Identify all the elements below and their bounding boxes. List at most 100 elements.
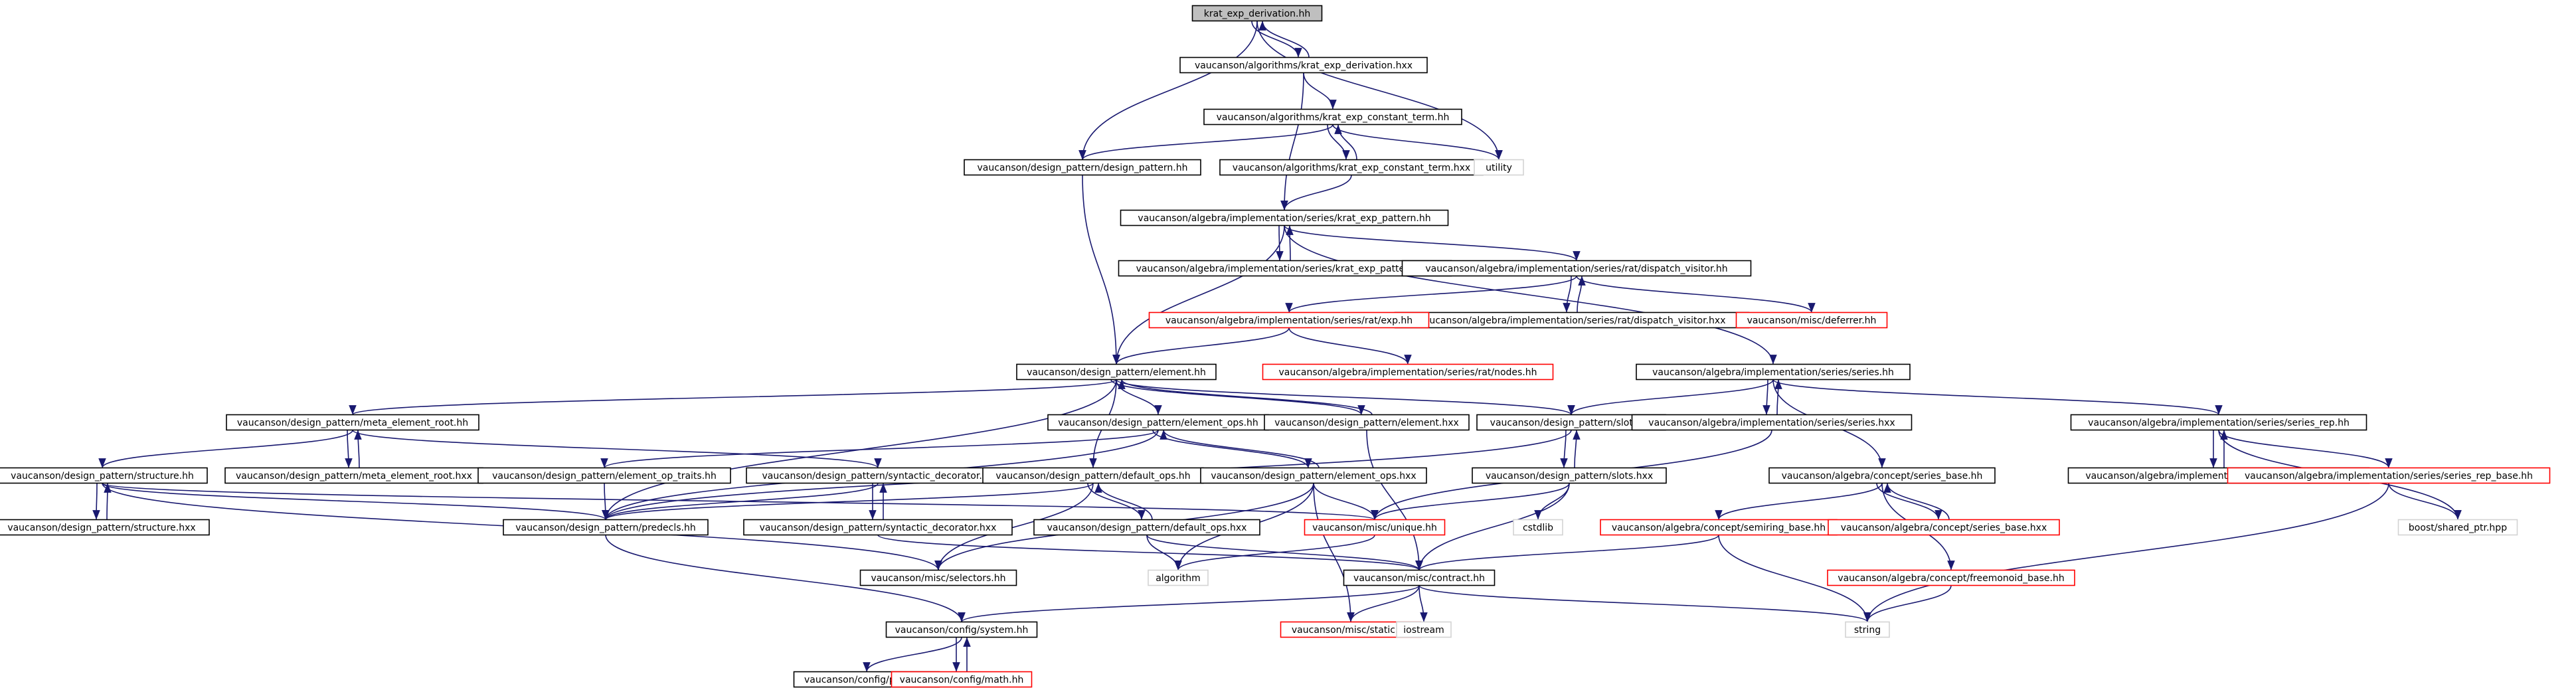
dependency-edge bbox=[1146, 535, 1423, 570]
node-label: vaucanson/algorithms/krat_exp_constant_t… bbox=[1217, 112, 1450, 123]
graph-node[interactable]: vaucanson/misc/deferrer.hh bbox=[1735, 311, 1888, 329]
graph-node[interactable]: vaucanson/algebra/implementation/series/… bbox=[1148, 311, 1430, 329]
graph-node[interactable]: vaucanson/design_pattern/default_ops.hxx bbox=[1033, 519, 1260, 536]
graph-node[interactable]: vaucanson/algorithms/krat_exp_derivation… bbox=[1179, 56, 1428, 74]
graph-node[interactable]: vaucanson/algebra/implementation/series/… bbox=[2227, 467, 2551, 484]
graph-node[interactable]: krat_exp_derivation.hh bbox=[1191, 5, 1323, 22]
graph-node[interactable]: vaucanson/design_pattern/element_ops.hxx bbox=[1200, 467, 1427, 484]
node-box bbox=[1179, 56, 1428, 74]
graph-node[interactable]: vaucanson/misc/static.hh bbox=[1280, 621, 1422, 638]
node-label: boost/shared_ptr.hpp bbox=[2409, 523, 2507, 533]
graph-node[interactable]: vaucanson/algebra/concept/series_base.hx… bbox=[1828, 519, 2060, 536]
node-label: vaucanson/design_pattern/syntactic_decor… bbox=[762, 471, 993, 481]
graph-node[interactable]: vaucanson/design_pattern/structure.hxx bbox=[0, 519, 210, 536]
graph-node[interactable]: vaucanson/design_pattern/predecls.hh bbox=[503, 519, 709, 536]
dependency-edge bbox=[1280, 175, 1352, 211]
graph-node[interactable]: vaucanson/design_pattern/syntactic_decor… bbox=[743, 519, 1013, 536]
node-label: vaucanson/design_pattern/syntactic_decor… bbox=[760, 523, 997, 533]
graph-node[interactable]: vaucanson/algebra/implementation/series/… bbox=[1120, 209, 1449, 226]
node-box bbox=[1513, 519, 1563, 536]
dependency-edge bbox=[863, 637, 962, 672]
node-label: vaucanson/design_pattern/predecls.hh bbox=[515, 523, 695, 533]
dependency-edge bbox=[1087, 483, 1146, 520]
node-label: vaucanson/design_pattern/element.hxx bbox=[1274, 418, 1459, 428]
node-box bbox=[0, 519, 210, 536]
graph-node[interactable]: vaucanson/algebra/concept/freemonoid_bas… bbox=[1827, 569, 2075, 586]
dependency-edge bbox=[602, 482, 1094, 521]
node-box bbox=[1120, 209, 1449, 226]
graph-node[interactable]: algorithm bbox=[1148, 569, 1209, 586]
node-label: vaucanson/algebra/implementation/series/… bbox=[1165, 315, 1413, 326]
graph-node[interactable]: vaucanson/config/system.hh bbox=[885, 621, 1038, 638]
graph-node[interactable]: cstdlib bbox=[1513, 519, 1563, 536]
graph-node[interactable]: vaucanson/design_pattern/slots.hh bbox=[1476, 414, 1666, 431]
node-box bbox=[1262, 363, 1554, 381]
node-label: vaucanson/design_pattern/element_ops.hxx bbox=[1211, 471, 1416, 481]
graph-node[interactable]: vaucanson/misc/selectors.hh bbox=[859, 569, 1017, 586]
graph-node[interactable]: vaucanson/algebra/concept/semiring_base.… bbox=[1600, 519, 1838, 536]
graph-node[interactable]: vaucanson/algebra/implementation/series/… bbox=[1262, 363, 1554, 381]
graph-node[interactable]: vaucanson/config/math.hh bbox=[891, 671, 1033, 688]
node-box bbox=[1828, 519, 2060, 536]
graph-node[interactable]: vaucanson/algebra/implementation/series/… bbox=[1401, 260, 1752, 277]
dependency-edge bbox=[602, 483, 610, 520]
graph-node[interactable]: vaucanson/algebra/implementation/series/… bbox=[1636, 363, 1911, 381]
node-label: vaucanson/misc/contract.hh bbox=[1353, 573, 1485, 584]
node-label: vaucanson/misc/static.hh bbox=[1292, 625, 1410, 636]
graph-node[interactable]: vaucanson/design_pattern/default_ops.hh bbox=[982, 467, 1204, 484]
graph-node[interactable]: vaucanson/algebra/implementation/series/… bbox=[1118, 260, 1452, 277]
node-label: algorithm bbox=[1156, 573, 1201, 584]
graph-node[interactable]: vaucanson/algebra/implementation/series/… bbox=[2070, 414, 2367, 431]
dependency-edge bbox=[1152, 430, 1312, 468]
node-box bbox=[1200, 467, 1427, 484]
dependency-edge bbox=[1112, 327, 1290, 365]
graph-node[interactable]: vaucanson/design_pattern/slots.hxx bbox=[1472, 467, 1667, 484]
dependency-edge bbox=[1276, 225, 1284, 261]
graph-node[interactable]: vaucanson/algebra/concept/series_base.hh bbox=[1768, 467, 1996, 484]
graph-node[interactable]: vaucanson/misc/unique.hh bbox=[1304, 519, 1446, 536]
dependency-edge bbox=[98, 430, 353, 468]
graph-node[interactable]: vaucanson/algebra/implementation/series/… bbox=[1394, 311, 1750, 329]
node-box bbox=[859, 569, 1017, 586]
node-label: vaucanson/algebra/implementation/series/… bbox=[1648, 418, 1895, 428]
dependency-edge bbox=[102, 482, 610, 521]
graph-node[interactable]: vaucanson/design_pattern/element.hh bbox=[1016, 363, 1217, 381]
node-box bbox=[0, 467, 208, 484]
dependency-edge bbox=[1284, 225, 1581, 261]
node-box bbox=[1474, 159, 1524, 176]
dependency-edge bbox=[1577, 276, 1586, 313]
graph-node[interactable]: vaucanson/design_pattern/element_ops.hh bbox=[1047, 414, 1269, 431]
node-box bbox=[1735, 311, 1888, 329]
graph-node[interactable]: string bbox=[1845, 621, 1890, 638]
graph-node[interactable]: vaucanson/design_pattern/element_op_trai… bbox=[477, 467, 731, 484]
node-label: vaucanson/design_pattern/slots.hh bbox=[1490, 418, 1653, 428]
graph-node[interactable]: vaucanson/design_pattern/design_pattern.… bbox=[964, 159, 1201, 176]
node-box bbox=[1033, 519, 1260, 536]
dependency-edge bbox=[1082, 175, 1120, 365]
dependency-edge bbox=[1418, 584, 1871, 623]
node-box bbox=[226, 414, 479, 431]
node-box bbox=[1401, 260, 1752, 277]
graph-node[interactable]: vaucanson/design_pattern/syntactic_decor… bbox=[746, 467, 1010, 484]
dependency-edge bbox=[605, 535, 966, 622]
node-label: utility bbox=[1486, 163, 1512, 173]
graph-node[interactable]: vaucanson/design_pattern/element.hxx bbox=[1264, 414, 1470, 431]
graph-node[interactable]: vaucanson/misc/contract.hh bbox=[1343, 569, 1496, 586]
graph-node[interactable]: vaucanson/algebra/implementation/series/… bbox=[1631, 414, 1913, 431]
graph-node[interactable]: iostream bbox=[1396, 621, 1452, 638]
graph-node[interactable]: vaucanson/design_pattern/meta_element_ro… bbox=[224, 467, 483, 484]
node-box bbox=[1768, 467, 1996, 484]
node-box bbox=[1148, 569, 1209, 586]
node-label: string bbox=[1854, 625, 1881, 636]
graph-node[interactable]: utility bbox=[1474, 159, 1524, 176]
node-box bbox=[1396, 621, 1452, 638]
graph-node[interactable]: vaucanson/algorithms/krat_exp_constant_t… bbox=[1219, 159, 1484, 176]
graph-node[interactable]: vaucanson/design_pattern/structure.hh bbox=[0, 467, 208, 484]
dependency-edge bbox=[1415, 535, 1719, 570]
graph-node[interactable]: vaucanson/algorithms/krat_exp_constant_t… bbox=[1203, 108, 1462, 126]
node-box bbox=[1845, 621, 1890, 638]
graph-node[interactable]: boost/shared_ptr.hpp bbox=[2397, 519, 2518, 536]
node-box bbox=[1631, 414, 1913, 431]
graph-node[interactable]: vaucanson/design_pattern/meta_element_ro… bbox=[226, 414, 479, 431]
node-label: vaucanson/config/math.hh bbox=[900, 675, 1024, 685]
